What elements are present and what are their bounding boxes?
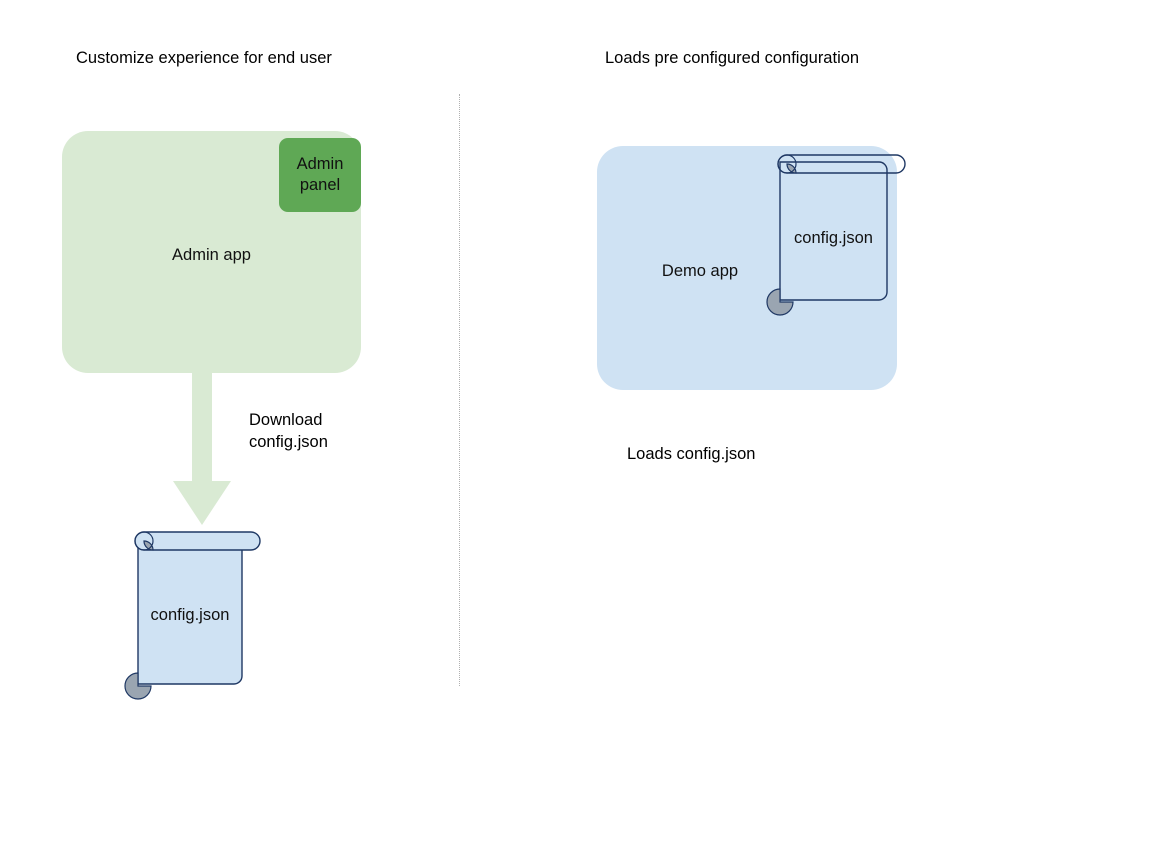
demo-app-box[interactable]	[597, 146, 897, 390]
document-curl-bottom-left	[124, 672, 152, 700]
document-roll-top-left	[134, 531, 261, 551]
loads-config-caption: Loads config.json	[627, 445, 756, 463]
config-json-document-right-label: config.json	[794, 229, 873, 247]
admin-panel-chip-label: Admin panel	[296, 154, 344, 194]
download-arrow	[173, 373, 231, 528]
document-roll-top-right	[777, 154, 906, 174]
column-divider	[459, 94, 460, 686]
document-body-right	[779, 161, 888, 301]
left-column-heading: Customize experience for end user	[76, 49, 332, 67]
document-curl-bottom-right	[766, 288, 794, 316]
demo-app-label: Demo app	[661, 262, 739, 280]
right-column-heading: Loads pre configured configuration	[605, 49, 860, 67]
download-arrow-label-line1: Download	[249, 411, 323, 429]
admin-app-label: Admin app	[172, 246, 251, 264]
admin-panel-chip[interactable]: Admin panel	[279, 138, 361, 212]
download-arrow-label: Download config.json	[249, 409, 328, 454]
config-json-document-right[interactable]: config.json	[766, 152, 920, 316]
config-json-document-left-label: config.json	[150, 606, 230, 624]
download-arrow-label-line2: config.json	[249, 433, 328, 452]
config-json-document-left[interactable]: config.json	[122, 528, 272, 700]
